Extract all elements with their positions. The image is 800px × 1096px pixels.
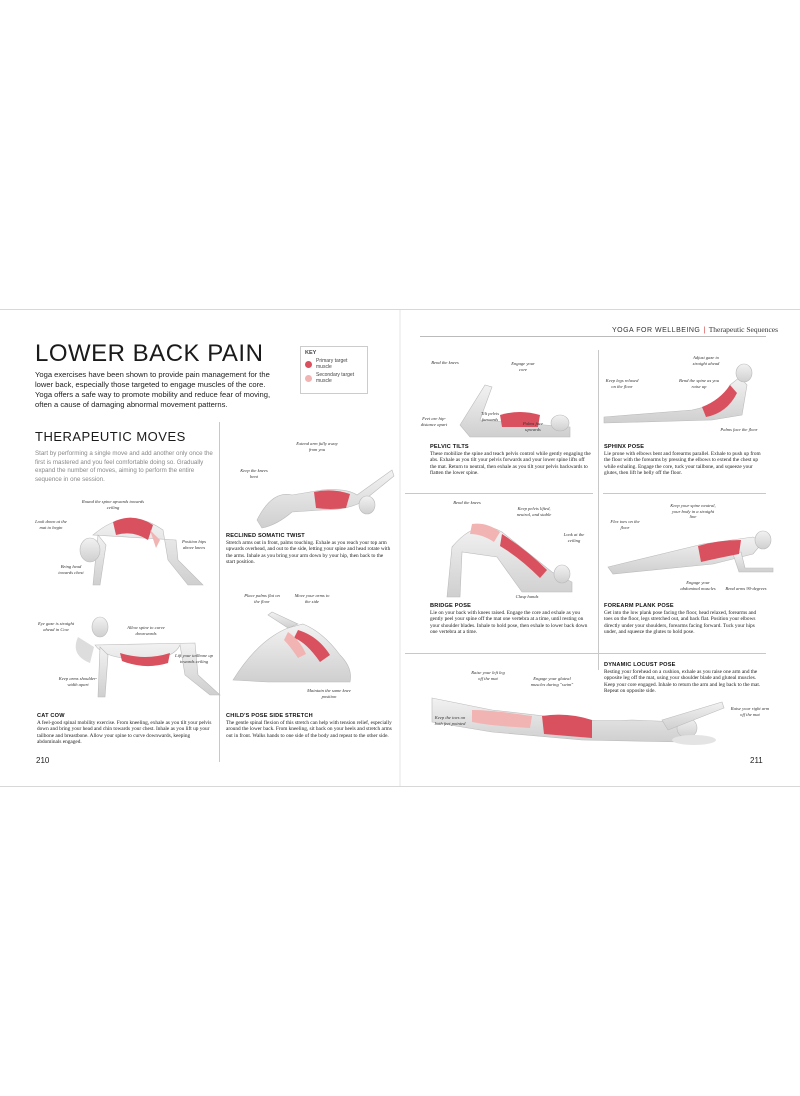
label-gaze-ahead: Adjust gaze to straight ahead: [692, 355, 720, 366]
cow-pose-figure: [75, 616, 221, 698]
label-knees-bent: Keep the knees bent: [240, 468, 268, 479]
label-engage-glutes: Engage your gluteal muscles during "swim…: [530, 676, 574, 687]
forearm-plank-desc: Get into the low plank pose facing the f…: [604, 610, 757, 636]
label-engage-core: Engage your core: [511, 361, 535, 372]
bridge-figure: [446, 523, 573, 598]
label-bend-knees-bridge: Bend the knees: [453, 500, 481, 505]
label-head-chest: Bring head towards chest: [58, 564, 84, 575]
label-knee-position: Maintain the same knee position: [307, 688, 351, 699]
running-header: YOGA FOR WELLBEING|Therapeutic Sequences: [612, 325, 778, 334]
label-hips-knees: Position hips above knees: [181, 539, 207, 550]
label-arms-width: Keep arms shoulder-width apart: [58, 676, 98, 687]
label-raise-left-leg: Raise your left leg off the mat: [471, 670, 505, 681]
label-clasp-hands: Clasp hands: [515, 594, 539, 599]
label-flex-toes: Flex toes on the floor: [610, 519, 640, 530]
bridge-title: BRIDGE POSE: [430, 603, 472, 609]
header-section: YOGA FOR WELLBEING: [612, 327, 701, 334]
label-move-arms: Move your arms to the side: [294, 593, 330, 604]
label-palms-up: Palms face upwards: [522, 421, 544, 432]
header-rule: [420, 336, 766, 337]
right-column-divider: [598, 350, 599, 670]
sphinx-figure: [603, 363, 753, 424]
label-look-down: Look down at the mat to begin: [35, 519, 67, 530]
label-toes-pointed: Keep the toes on both feet pointed: [434, 715, 466, 726]
page-gutter: [399, 310, 401, 786]
page-title: LOWER BACK PAIN: [35, 340, 264, 367]
label-feet-apart: Feet are hip-distance apart: [420, 416, 448, 427]
label-round-spine: Round the spine upwards towards ceiling: [81, 499, 145, 510]
label-bend-arms: Bend arms 90-degrees: [725, 586, 767, 591]
locust-desc: Resting your forehead on a cushion, exha…: [604, 669, 761, 695]
header-subsection: Therapeutic Sequences: [708, 325, 779, 334]
pelvic-tilts-title: PELVIC TILTS: [430, 444, 469, 450]
label-tilt-pelvis: Tilt pelvis forwards: [481, 411, 499, 422]
childs-pose-desc: The gentle spinal flexion of this stretc…: [226, 720, 392, 739]
childs-pose-title: CHILD'S POSE SIDE STRETCH: [226, 713, 313, 719]
key-label-secondary: Secondary target muscle: [316, 372, 355, 384]
sphinx-title: SPHINX POSE: [604, 444, 645, 450]
label-engage-abs: Engage your abdominal muscles: [680, 580, 716, 591]
legend-key: KEY Primary target muscle Secondary targ…: [300, 346, 368, 394]
cat-pose-figure: [79, 517, 204, 586]
forearm-plank-figure: [607, 530, 774, 575]
label-pelvis-stable: Keep pelvis lifted, neutral, and stable: [516, 506, 552, 517]
page-number-left: 210: [36, 756, 50, 765]
label-bend-knees-pelvic: Bend the knees: [431, 360, 459, 365]
moves-heading: THERAPEUTIC MOVES: [35, 429, 186, 444]
label-bend-spine: Bend the spine as you raise up: [678, 378, 720, 389]
forearm-plank-title: FOREARM PLANK POSE: [604, 603, 674, 609]
childs-pose-figure: [232, 611, 351, 683]
label-eye-gaze: Eye gaze is straight ahead in Cow: [37, 621, 75, 632]
cat-cow-title: CAT COW: [37, 713, 65, 719]
row-divider-2: [405, 653, 766, 654]
moves-lead: Start by performing a single move and ad…: [35, 450, 213, 483]
key-item-secondary: Secondary target muscle: [305, 372, 363, 384]
reclined-twist-title: RECLINED SOMATIC TWIST: [226, 533, 305, 539]
key-label-primary: Primary target muscle: [316, 358, 348, 370]
locust-figure: [431, 697, 725, 745]
label-lift-tailbone: Lift your tailbone up towards ceiling: [175, 653, 213, 664]
book-spread: YOGA FOR WELLBEING|Therapeutic Sequences…: [0, 309, 800, 787]
label-extend-arm: Extend arm fully away from you: [296, 441, 338, 452]
reclined-twist-desc: Stretch arms out in front, palms touchin…: [226, 540, 391, 566]
label-curve-down: Allow spine to curve downwards: [127, 625, 165, 636]
pelvic-tilts-figure: [459, 384, 571, 438]
label-spine-neutral: Keep your spine neutral, your body in a …: [670, 503, 716, 519]
bridge-desc: Lie on your back with knees raised. Enga…: [430, 610, 588, 636]
page-number-right: 211: [750, 756, 763, 765]
secondary-swatch: [305, 375, 312, 382]
label-look-ceiling: Look at the ceiling: [563, 532, 585, 543]
label-legs-relaxed: Keep legs relaxed on the floor: [605, 378, 639, 389]
row-divider-1a: [405, 493, 593, 494]
row-divider-1b: [603, 493, 766, 494]
sphinx-desc: Lie prone with elbows bent and forearms …: [604, 451, 761, 477]
label-palms-flat: Place palms flat on the floor: [244, 593, 280, 604]
column-divider: [219, 422, 220, 762]
key-title: KEY: [305, 350, 317, 356]
reclined-twist-figure: [256, 469, 395, 529]
key-item-primary: Primary target muscle: [305, 358, 363, 370]
primary-swatch: [305, 361, 312, 368]
label-raise-right-arm: Raise your right arm off the mat: [730, 706, 770, 717]
cat-cow-desc: A feel-good spinal mobility exercise. Fr…: [37, 720, 212, 746]
label-palms-floor: Palms face the floor: [720, 427, 758, 432]
intro-text: Yoga exercises have been shown to provid…: [35, 370, 271, 409]
locust-title: DYNAMIC LOCUST POSE: [604, 662, 676, 668]
pelvic-tilts-desc: These mobilize the spine and teach pelvi…: [430, 451, 591, 477]
header-separator: |: [703, 327, 706, 334]
